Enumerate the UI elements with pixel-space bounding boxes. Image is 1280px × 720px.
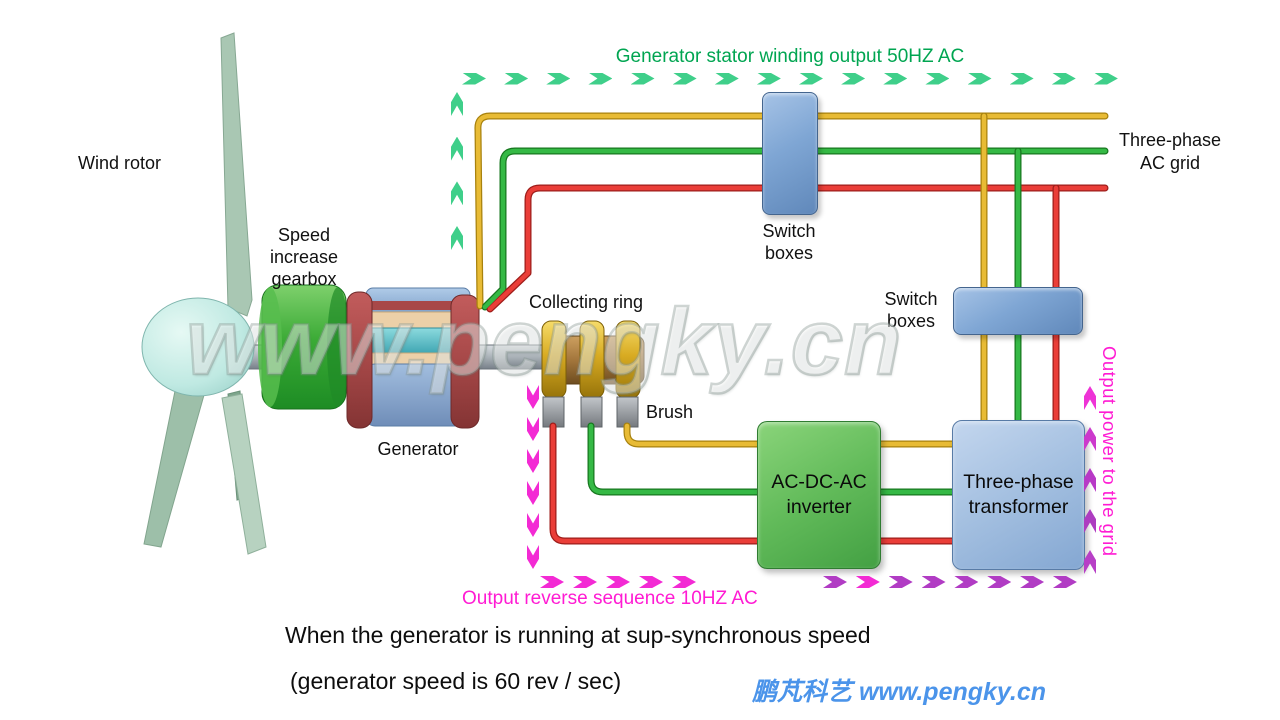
transformer-box: Three-phase transformer bbox=[952, 420, 1085, 570]
generator-assembly bbox=[346, 287, 480, 429]
arrow-dash bbox=[1009, 72, 1034, 85]
wire-green-rotor bbox=[588, 423, 765, 495]
wire-green-stator bbox=[482, 148, 1108, 310]
arrow-dash bbox=[925, 72, 950, 85]
rotor-blade-lower-left bbox=[143, 385, 207, 548]
label-brush: Brush bbox=[646, 402, 694, 422]
arrow-dash bbox=[540, 576, 564, 588]
arrow-dash bbox=[888, 576, 913, 588]
arrow-dash bbox=[527, 481, 539, 505]
generator-flange-left bbox=[346, 291, 373, 429]
arrow-dash bbox=[527, 417, 539, 441]
arrow-dash bbox=[921, 576, 946, 588]
arrow-dash bbox=[672, 576, 696, 588]
arrow-dash bbox=[714, 72, 739, 85]
arrow-dash bbox=[527, 385, 539, 409]
speed-increase-gearbox bbox=[258, 284, 349, 410]
arrow-dash bbox=[954, 576, 979, 588]
arrow-dash bbox=[1084, 509, 1096, 533]
arrow-dash bbox=[451, 136, 463, 161]
flow-arrow-grid-up bbox=[1084, 386, 1096, 574]
arrow-dash bbox=[1052, 576, 1077, 588]
grid-drop-wires bbox=[980, 112, 1060, 428]
arrow-dash bbox=[451, 181, 463, 206]
label-collecting-ring: Collecting ring bbox=[529, 292, 644, 312]
arrow-dash bbox=[630, 72, 655, 85]
flow-arrow-rotor-down bbox=[527, 385, 539, 569]
arrow-dash bbox=[573, 576, 597, 588]
label-switch-boxes-right: Switch boxes bbox=[884, 289, 938, 331]
arrow-dash bbox=[967, 72, 992, 85]
collecting-ring-3 bbox=[615, 320, 641, 399]
arrow-dash bbox=[1051, 72, 1076, 85]
wind-rotor-blades bbox=[143, 32, 267, 555]
arrow-dash bbox=[883, 72, 908, 85]
arrow-dash bbox=[987, 576, 1012, 588]
switch-box-right bbox=[953, 287, 1083, 335]
arrow-dash bbox=[1084, 386, 1096, 410]
arrow-dash bbox=[1093, 72, 1118, 85]
watermark-footer: 鹏芃科艺 www.pengky.cn bbox=[752, 678, 1047, 706]
arrow-dash bbox=[639, 576, 663, 588]
arrow-dash bbox=[799, 72, 823, 85]
label-generator: Generator bbox=[377, 439, 459, 459]
label-switch-boxes-top: Switch boxes bbox=[762, 221, 816, 263]
label-ac-grid: Three-phase AC grid bbox=[1118, 130, 1222, 173]
wire-red-rotor bbox=[550, 423, 765, 544]
wire-yellow-stator bbox=[475, 113, 1108, 309]
flow-arrow-to-transformer bbox=[823, 576, 1077, 588]
arrow-dash bbox=[1084, 550, 1096, 574]
arrow-dash bbox=[855, 576, 880, 588]
caption-line2: (generator speed is 60 rev / sec) bbox=[290, 668, 622, 694]
arrow-dash bbox=[527, 449, 539, 473]
generator-flange-right bbox=[450, 294, 480, 429]
rotor-wires bbox=[549, 422, 766, 545]
switch-box-top bbox=[762, 92, 818, 215]
arrow-dash bbox=[672, 72, 697, 85]
collecting-ring-1 bbox=[541, 320, 567, 399]
caption-line1: When the generator is running at sup-syn… bbox=[285, 622, 871, 648]
arrow-dash bbox=[823, 576, 847, 588]
inverter-transformer-wires bbox=[870, 440, 962, 545]
rotor-blade-lower-right bbox=[221, 393, 267, 555]
inverter-box: AC-DC-AC inverter bbox=[757, 421, 881, 569]
label-speed-gearbox: Speed increase gearbox bbox=[269, 225, 339, 289]
arrow-dash bbox=[588, 72, 613, 85]
arrow-dash bbox=[527, 545, 539, 569]
collecting-ring-2 bbox=[579, 320, 605, 399]
brush-1 bbox=[542, 396, 565, 428]
label-rotor-output-flow: Output reverse sequence 10HZ AC bbox=[462, 588, 758, 609]
brush-3 bbox=[616, 396, 639, 428]
collecting-ring-assembly bbox=[541, 320, 645, 428]
arrow-dash bbox=[451, 92, 463, 116]
arrow-dash bbox=[606, 576, 630, 588]
generator-rim bbox=[354, 301, 478, 310]
flow-arrow-rotor-output bbox=[540, 576, 696, 588]
nose-cone bbox=[141, 297, 255, 397]
arrow-dash bbox=[451, 225, 463, 250]
label-grid-output-flow: Output power to the grid bbox=[1099, 346, 1120, 557]
wire-red-stator bbox=[487, 185, 1108, 312]
arrow-dash bbox=[756, 72, 781, 85]
arrow-dash bbox=[546, 72, 571, 85]
label-stator-output-flow: Generator stator winding output 50HZ AC bbox=[615, 46, 965, 67]
arrow-dash bbox=[841, 72, 866, 85]
stator-wires bbox=[474, 112, 1109, 313]
flow-arrow-stator-output bbox=[462, 72, 1118, 85]
wire-yellow-rotor bbox=[624, 423, 765, 447]
flow-arrow-stator-up bbox=[451, 92, 463, 250]
rotor-blade-upper bbox=[220, 32, 253, 317]
arrow-dash bbox=[504, 72, 529, 85]
arrow-dash bbox=[462, 72, 486, 85]
arrow-dash bbox=[1084, 468, 1096, 492]
arrow-dash bbox=[527, 513, 539, 537]
label-wind-rotor: Wind rotor bbox=[78, 153, 162, 173]
arrow-dash bbox=[1084, 427, 1096, 451]
brush-2 bbox=[580, 396, 603, 428]
arrow-dash bbox=[1020, 576, 1045, 588]
